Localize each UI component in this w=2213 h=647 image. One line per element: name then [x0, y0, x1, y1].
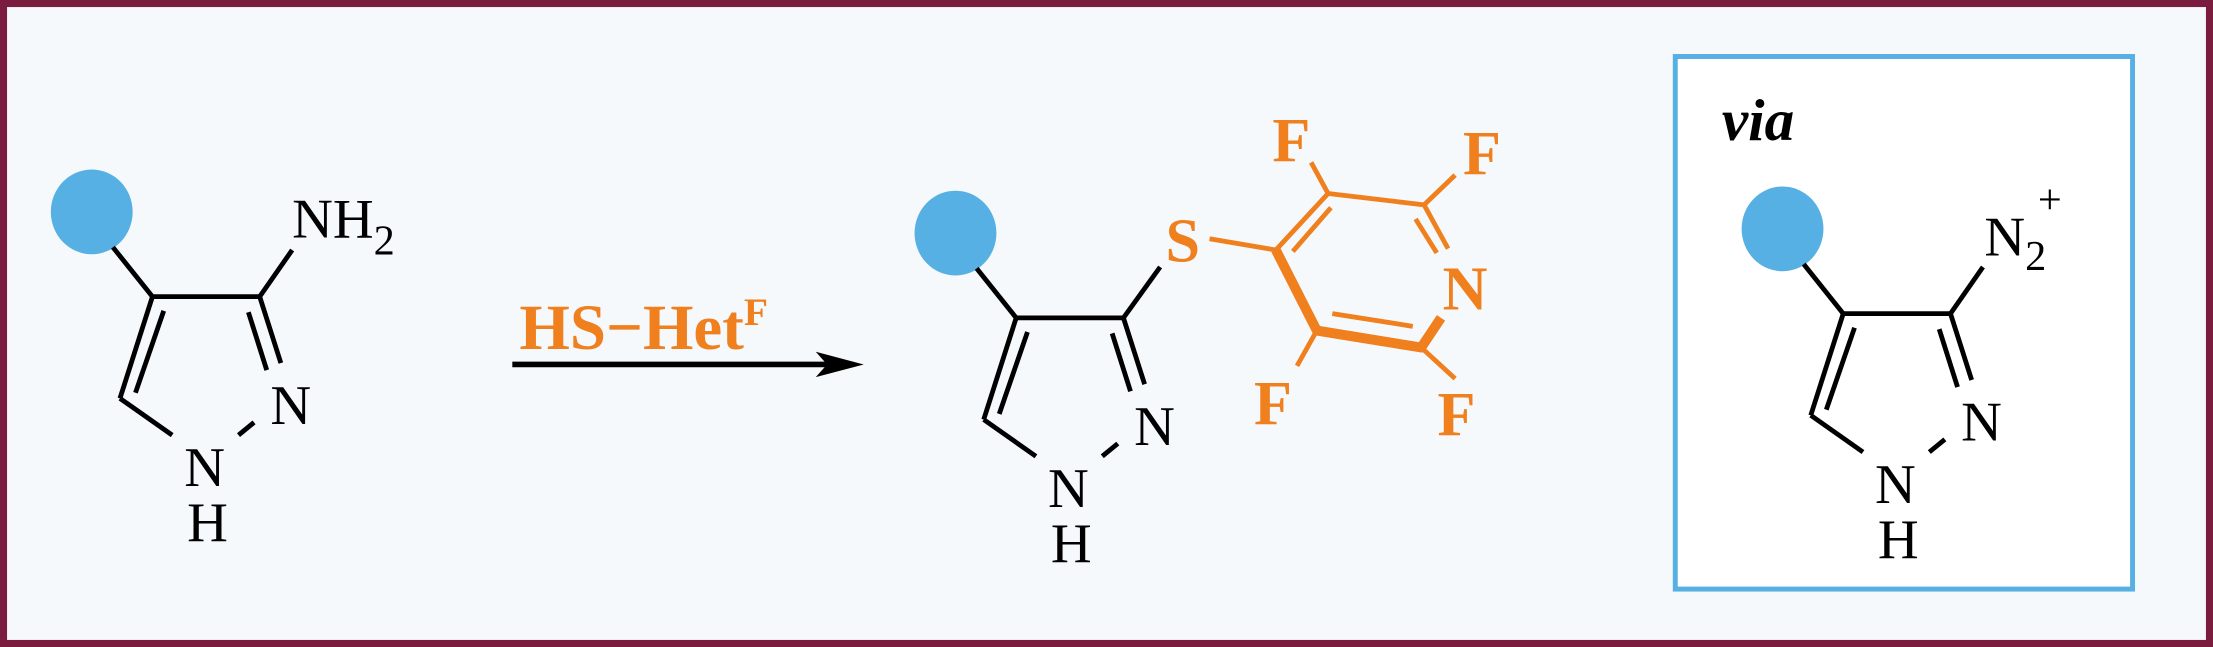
fluorine-label: F [1254, 370, 1292, 438]
reaction-arrow: HS−HetF [512, 290, 864, 378]
fluorine-label: F [1463, 120, 1501, 188]
reagent-label: HS−HetF [519, 290, 768, 364]
substituent-dot [1741, 186, 1824, 272]
fluorine-label: F [1438, 381, 1476, 449]
ring-nh-label: N [1048, 458, 1089, 520]
arrowhead-icon [815, 351, 864, 378]
tetrafluoropyridine: S N F F F F [1165, 107, 1500, 449]
substituent-dot [914, 190, 997, 276]
amine-label: NH2 [292, 188, 395, 264]
substituent-dot [50, 169, 133, 255]
ring-n-label: N [270, 375, 311, 437]
ring-n-label: N [1134, 396, 1175, 458]
fluorine-label: F [1272, 107, 1310, 175]
ring-h-label: H [1051, 513, 1092, 575]
intermediate-box: via N2+ N H N [1672, 54, 2136, 592]
ring-n-label: N [1961, 392, 2002, 454]
pyridine-n-label: N [1443, 255, 1488, 323]
ring-nh-label: N [1875, 454, 1916, 516]
diazonium-intermediate: N2+ N H N [1741, 176, 2062, 571]
diazo-label: N2+ [1984, 176, 2061, 280]
sulfur-label: S [1165, 207, 1200, 275]
via-label: via [1722, 87, 1794, 153]
ring-nh-label: N [184, 437, 225, 499]
ring-h-label: H [1878, 509, 1919, 571]
product-thioether: N H N [914, 190, 1175, 575]
ring-h-label: H [187, 492, 228, 554]
reactant-aminopyrazole: NH2 N H N [50, 169, 395, 554]
